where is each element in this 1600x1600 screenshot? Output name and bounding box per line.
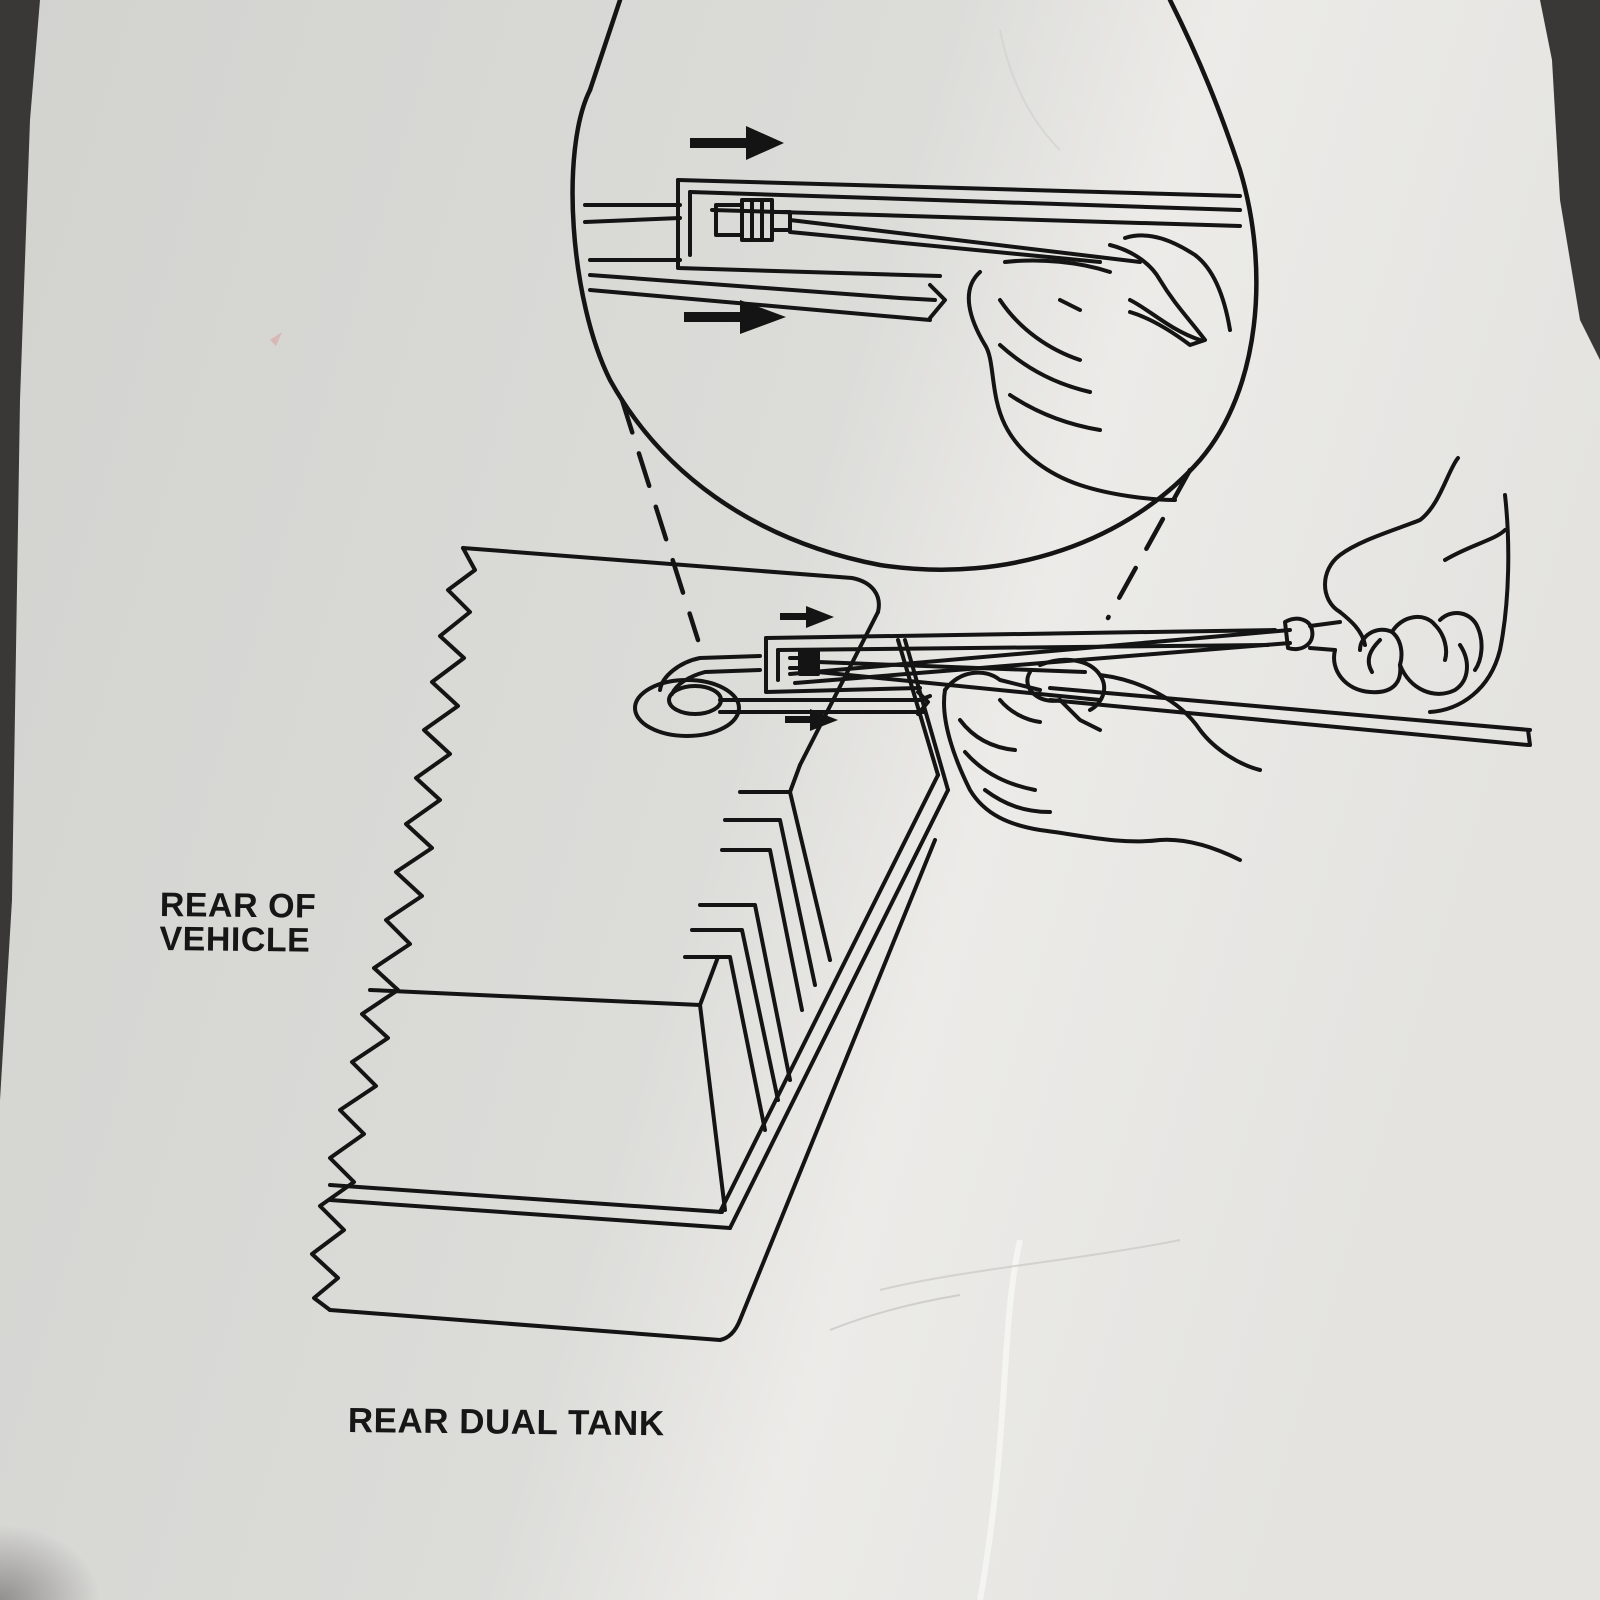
main-clip-and-rails: [718, 628, 1532, 747]
fuel-tank: [310, 546, 950, 1342]
detail-arrow-top-icon: [690, 126, 784, 160]
main-arrow-top-icon: [780, 606, 834, 628]
tank-cut-edge: [310, 546, 477, 1312]
detail-arrow-bottom-icon: [684, 300, 786, 334]
detail-clip-and-rails: [583, 178, 1242, 322]
rear-dual-tank-label: REAR DUAL TANK: [347, 1401, 665, 1444]
right-hand-icon: [1323, 456, 1511, 714]
detail-magnifier-circle: [570, 0, 1259, 572]
rear-of-vehicle-label: REAR OF VEHICLE: [159, 886, 317, 960]
main-arrow-bottom-icon: [785, 709, 838, 731]
dashed-projection-lines: [619, 397, 1193, 643]
detail-hand-icon: [966, 233, 1232, 502]
tank-filler-grommet: [633, 654, 762, 738]
left-hand-icon: [942, 657, 1262, 862]
